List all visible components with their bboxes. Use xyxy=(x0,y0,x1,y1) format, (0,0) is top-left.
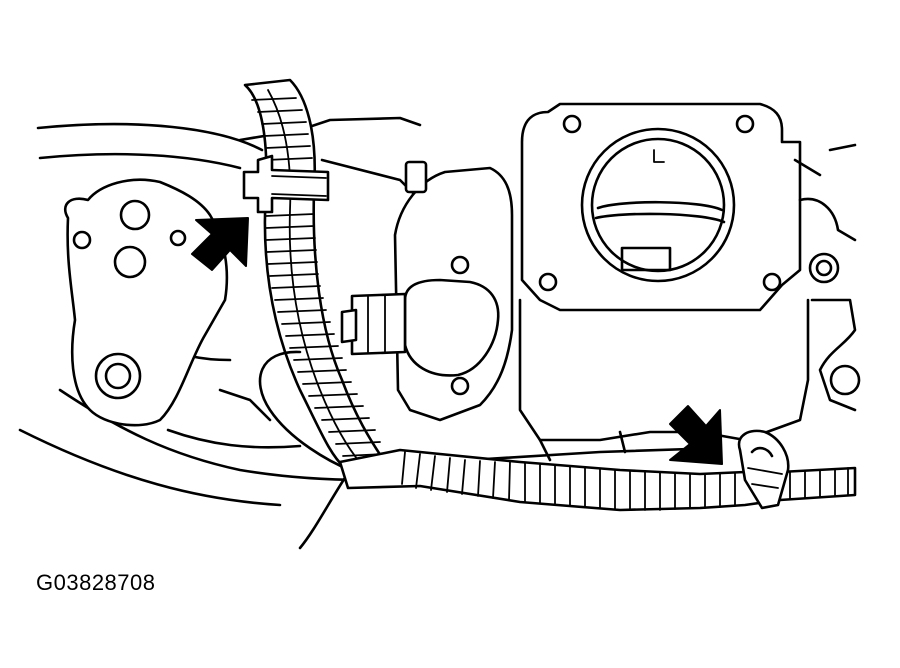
wire-loop xyxy=(258,350,352,550)
harness-horizontal xyxy=(338,448,857,512)
throttle-position-sensor xyxy=(340,160,514,422)
arrow-icon xyxy=(191,217,249,271)
harness-clamp-left xyxy=(242,154,330,214)
throttle-body xyxy=(518,102,810,462)
left-flange xyxy=(63,178,229,427)
harness-vertical xyxy=(243,78,387,470)
figure-code: G03828708 xyxy=(36,570,156,595)
harness-clamp-right xyxy=(737,429,790,510)
arrow-icon xyxy=(669,405,723,465)
right-components xyxy=(793,143,861,412)
